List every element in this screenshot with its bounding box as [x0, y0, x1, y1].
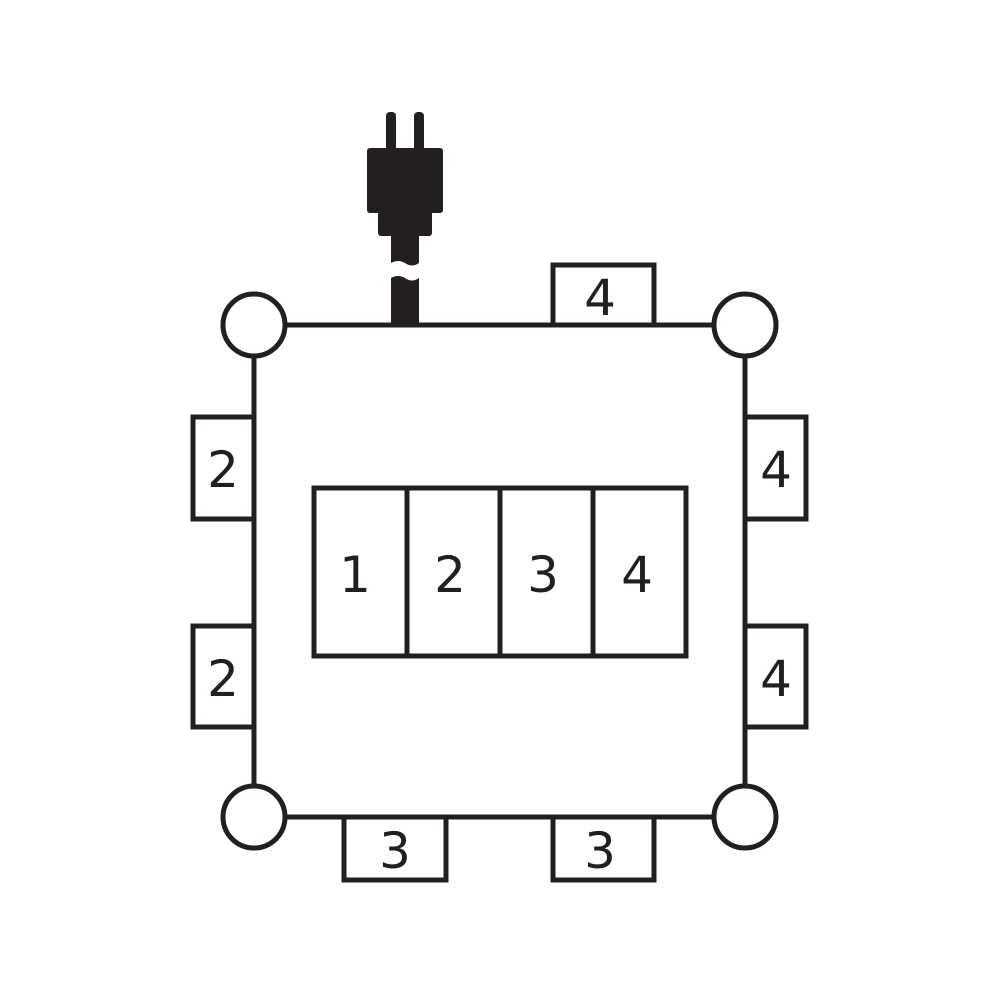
- outlet-left-2: [190, 623, 257, 730]
- outlet-left-2-label: 2: [207, 650, 239, 708]
- outlet-top-1: [550, 262, 657, 328]
- outlet-right-1: [742, 414, 809, 522]
- panel-slot-4-label: 4: [621, 546, 653, 604]
- outlet-right-2-label: 4: [760, 650, 792, 708]
- outlet-bottom-1: [341, 814, 449, 883]
- outlet-top-1-label: 4: [584, 269, 616, 327]
- outlet-right-2: [742, 623, 809, 730]
- corner-circle-icon: [220, 291, 288, 359]
- outlet-right-1-label: 4: [760, 441, 792, 499]
- corner-circle-icon: [711, 783, 779, 851]
- outlet-bottom-1-label: 3: [379, 822, 411, 880]
- outlet-left-1: [190, 414, 257, 522]
- panel-slot-2-label: 2: [434, 546, 466, 604]
- corner-circle-icon: [711, 291, 779, 359]
- outlet-bottom-2-label: 3: [584, 822, 616, 880]
- panel-slot-3-label: 3: [527, 546, 559, 604]
- panel-slot-1-label: 1: [339, 546, 371, 604]
- outlet-bottom-2: [550, 814, 657, 883]
- outlet-left-1-label: 2: [207, 441, 239, 499]
- plug-icon: [367, 112, 443, 327]
- corner-circle-icon: [220, 783, 288, 851]
